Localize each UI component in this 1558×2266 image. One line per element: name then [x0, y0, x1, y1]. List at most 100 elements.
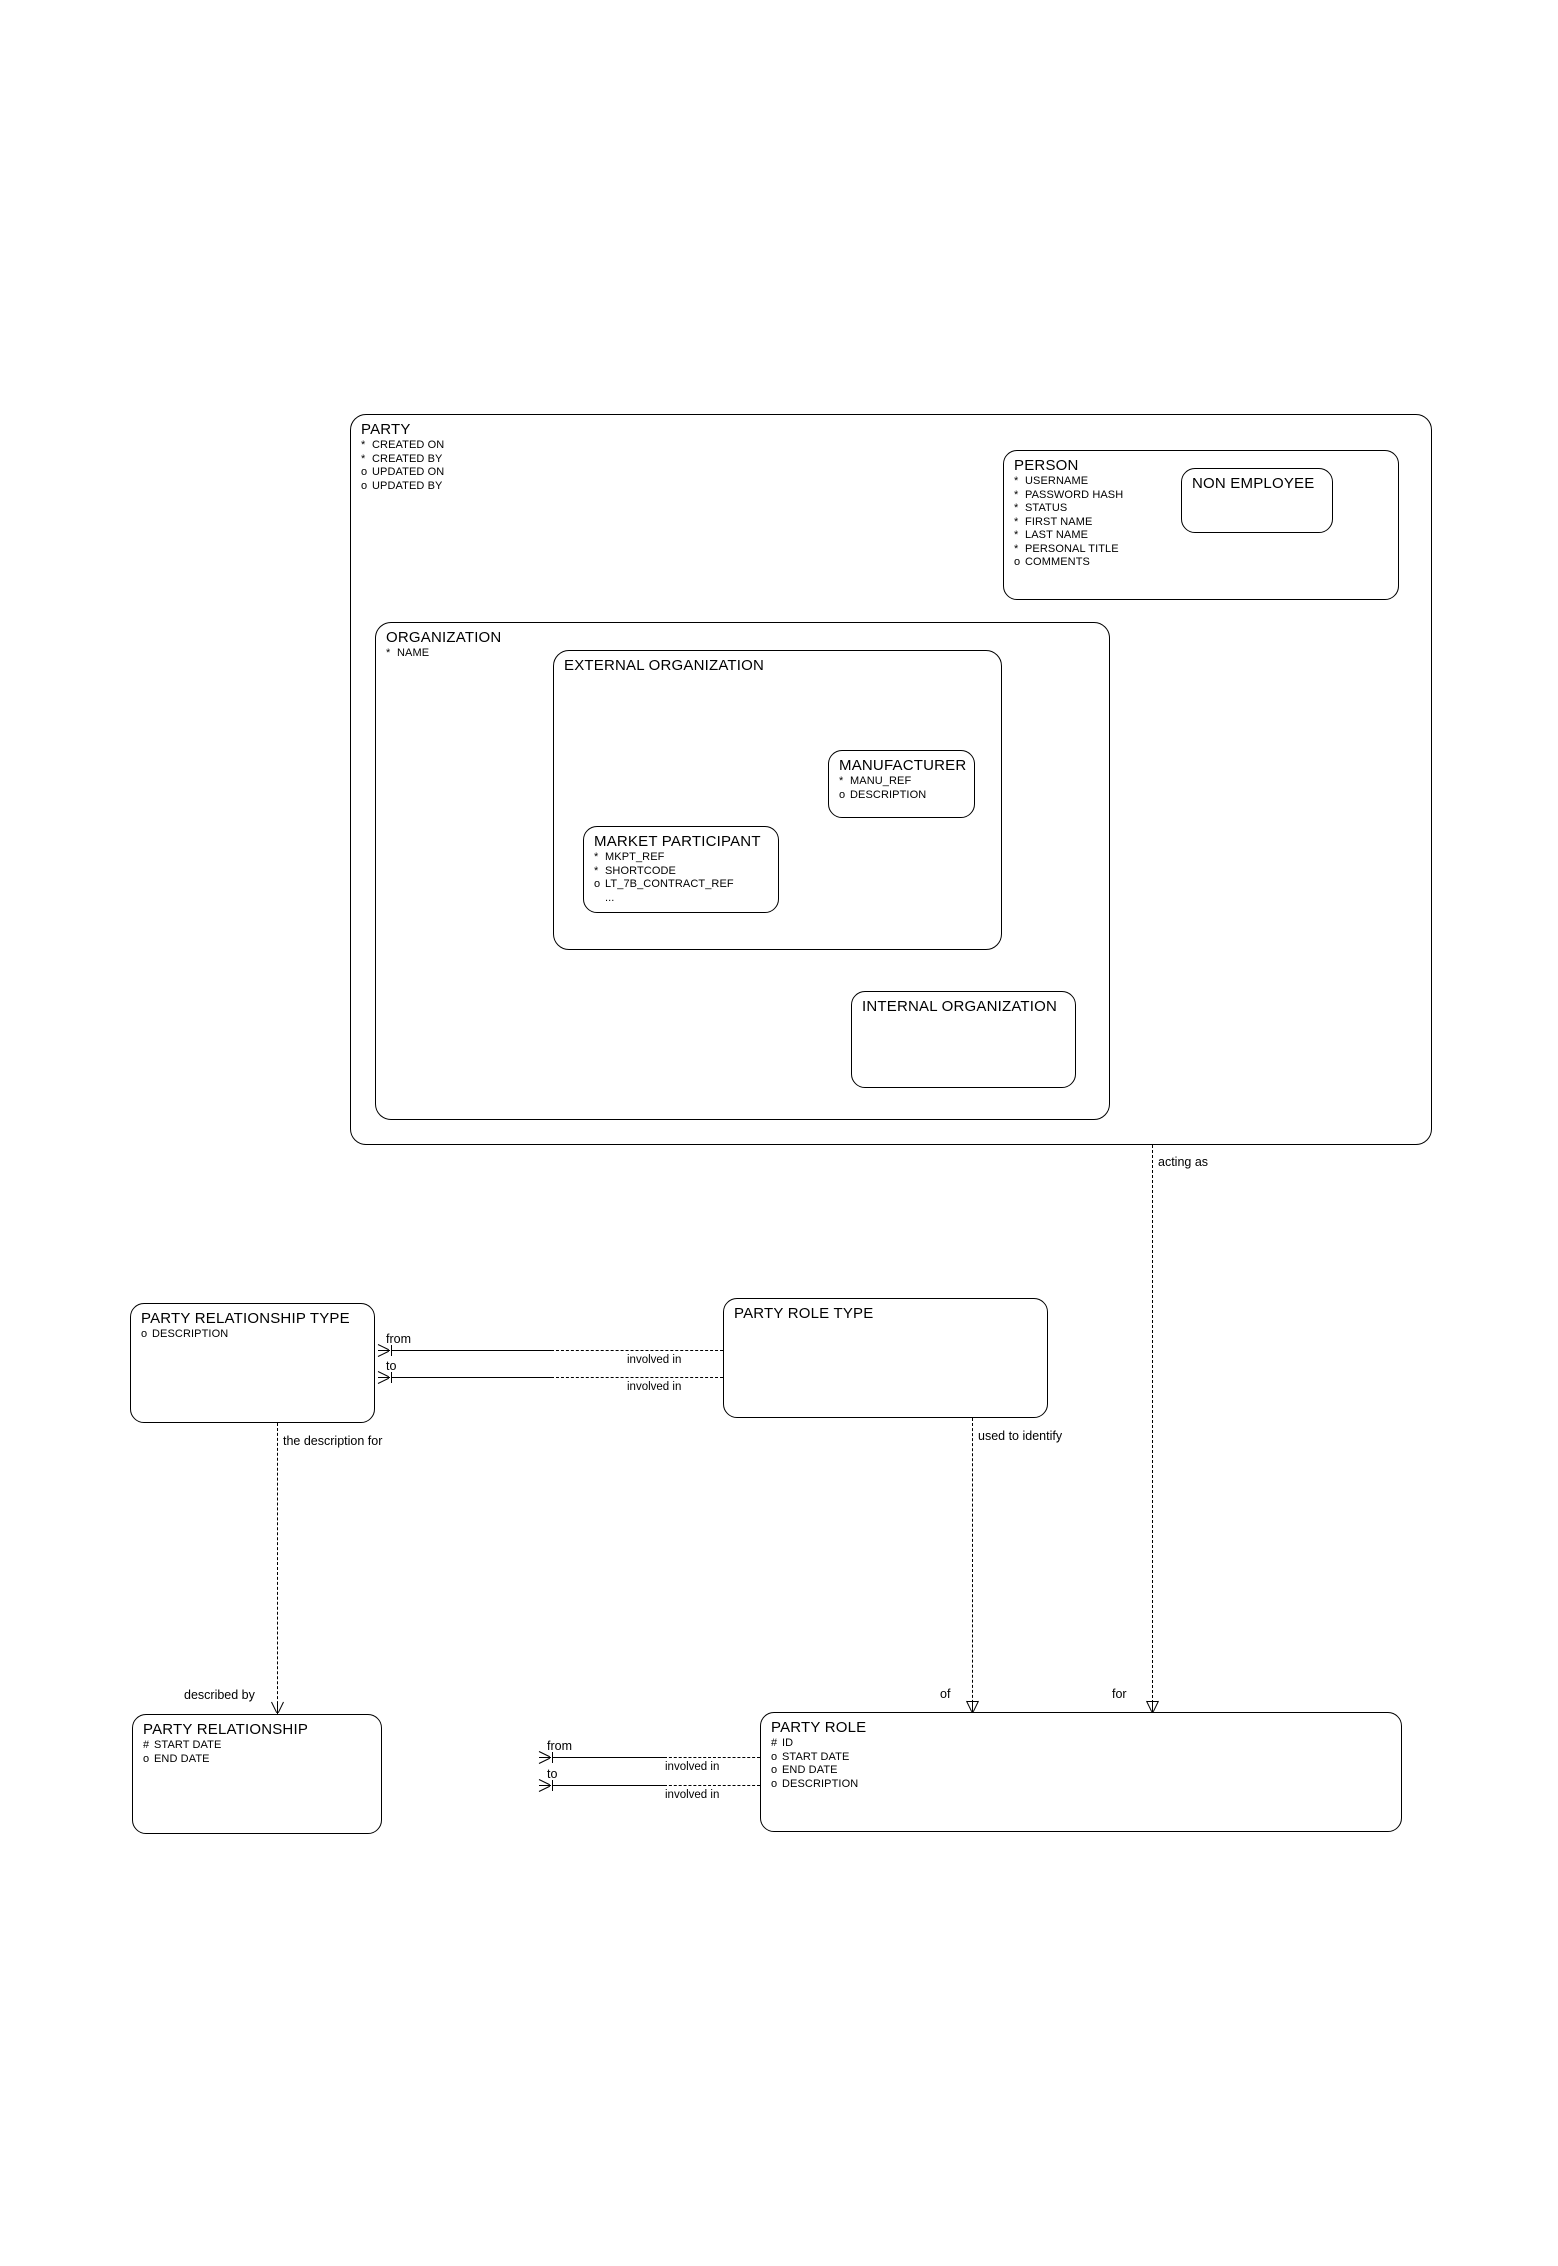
attribute-row: *STATUS [1014, 502, 1123, 516]
attribute-mark: * [839, 775, 844, 787]
entity-party-title: PARTY [361, 421, 411, 438]
attribute-row: *USERNAME [1014, 475, 1123, 489]
entity-organization-title: ORGANIZATION [386, 629, 502, 646]
attribute-mark: * [361, 439, 366, 451]
attribute-mark: o [594, 878, 601, 890]
optionality-tick-prel-to [552, 1780, 553, 1791]
attribute-mark: o [141, 1328, 148, 1340]
attribute-mark: o [1014, 556, 1021, 568]
attribute-label: NAME [397, 647, 430, 659]
attribute-mark: * [594, 864, 599, 877]
entity-internal-organization-title: INTERNAL ORGANIZATION [862, 998, 1058, 1015]
attribute-mark: o [361, 466, 368, 478]
connector-prt-from-dashed[interactable] [551, 1350, 723, 1351]
entity-party-role-title: PARTY ROLE [771, 1719, 867, 1736]
attribute-label: START DATE [782, 1750, 850, 1763]
attribute-row: * FIRST NAME [1014, 516, 1123, 530]
attribute-mark: * [1014, 529, 1019, 541]
attribute-mark: * [1014, 515, 1019, 528]
attribute-mark: * [386, 647, 391, 659]
crowfoot-prel-to-stem [539, 1785, 551, 1786]
entity-party-relationship-type-title: PARTY RELATIONSHIP TYPE [141, 1310, 350, 1327]
relationship-label-prel-involved-in-1: involved in [665, 1761, 720, 1773]
attribute-label: DESCRIPTION [850, 788, 927, 801]
attribute-label: PERSONAL TITLE [1025, 542, 1119, 555]
connector-prel-to-solid[interactable] [552, 1785, 664, 1786]
attribute-row: # ID [771, 1737, 858, 1751]
attribute-mark: * [1014, 502, 1019, 514]
relationship-label-described-by: described by [184, 1688, 255, 1702]
connector-prel-from-solid[interactable] [552, 1757, 664, 1758]
relationship-label-used-to-identify: used to identify [978, 1429, 1063, 1443]
attribute-row: * MKPT_REF [594, 851, 734, 865]
attribute-row: ... [594, 892, 734, 906]
entity-market-participant-title: MARKET PARTICIPANT [594, 833, 761, 850]
attribute-label: ... [605, 891, 615, 904]
entity-internal-organization[interactable]: INTERNAL ORGANIZATION [851, 991, 1076, 1088]
crowfoot-prt-from-stem [378, 1350, 390, 1351]
connector-party-acting-as[interactable] [1152, 1145, 1153, 1713]
crowfoot-prel-from-stem [539, 1757, 551, 1758]
attribute-row: #START DATE [143, 1739, 221, 1753]
entity-party-role-type[interactable]: PARTY ROLE TYPE [723, 1298, 1048, 1418]
entity-person-attributes: *USERNAME *PASSWORD HASH *STATUS * FIRST … [1014, 475, 1123, 570]
connector-prel-from-dashed[interactable] [664, 1757, 760, 1758]
attribute-row: * NAME [386, 647, 429, 661]
attribute-label: LT_7B_CONTRACT_REF [605, 878, 734, 890]
relationship-label-prt-involved-in-1: involved in [627, 1354, 682, 1366]
connector-used-to-identify[interactable] [972, 1418, 973, 1713]
entity-external-organization[interactable]: EXTERNAL ORGANIZATION [553, 650, 1002, 950]
connector-prel-to-dashed[interactable] [664, 1785, 760, 1786]
attribute-row: * CREATED BY [361, 453, 444, 467]
attribute-label: UPDATED ON [372, 466, 445, 478]
attribute-mark: # [771, 1737, 778, 1749]
attribute-row: *PERSONAL TITLE [1014, 543, 1123, 557]
attribute-mark: o [771, 1750, 778, 1763]
attribute-row: o START DATE [771, 1751, 858, 1765]
connector-prt-to-dashed[interactable] [551, 1377, 723, 1378]
entity-external-organization-title: EXTERNAL ORGANIZATION [564, 657, 765, 674]
crowfoot-party-relationship-described-by-stem [277, 1702, 278, 1714]
optionality-tick-for [1147, 1701, 1158, 1702]
connector-prt-from-solid[interactable] [391, 1350, 551, 1351]
attribute-mark: * [594, 851, 599, 863]
attribute-mark: * [1014, 475, 1019, 487]
entity-person[interactable]: PERSON *USERNAME *PASSWORD HASH *STATUS … [1003, 450, 1399, 600]
connector-the-description-for[interactable] [277, 1423, 278, 1714]
attribute-row: *MANU_REF [839, 775, 926, 789]
crowfoot-prt-to-stem [378, 1377, 390, 1378]
relationship-label-prt-to: to [386, 1359, 397, 1373]
relationship-label-for: for [1112, 1687, 1127, 1701]
entity-manufacturer-attributes: *MANU_REF o DESCRIPTION [839, 775, 926, 802]
attribute-row: o LT_7B_CONTRACT_REF [594, 878, 734, 892]
optionality-tick-prel-from [552, 1752, 553, 1763]
attribute-mark: o [839, 788, 846, 801]
attribute-label: END DATE [782, 1764, 838, 1776]
attribute-label: MKPT_REF [605, 851, 665, 863]
attribute-mark: * [1014, 488, 1019, 501]
attribute-label: CREATED BY [372, 452, 443, 465]
relationship-label-prel-to: to [547, 1767, 558, 1781]
connector-prt-to-solid[interactable] [391, 1377, 551, 1378]
entity-market-participant[interactable]: MARKET PARTICIPANT *MKPT_REF *SHORTCODE … [583, 826, 779, 913]
entity-non-employee[interactable]: NON EMPLOYEE [1181, 468, 1333, 533]
attribute-mark: * [361, 452, 366, 465]
crowfoot-party-role-for-stem [1152, 1701, 1153, 1713]
attribute-mark: o [143, 1752, 150, 1765]
optionality-tick-prt-to [391, 1372, 392, 1383]
attribute-label: ID [782, 1737, 794, 1749]
attribute-label: FIRST NAME [1025, 515, 1093, 528]
attribute-row: *PASSWORD HASH [1014, 489, 1123, 503]
entity-organization[interactable]: ORGANIZATION * NAME [375, 622, 1110, 1120]
